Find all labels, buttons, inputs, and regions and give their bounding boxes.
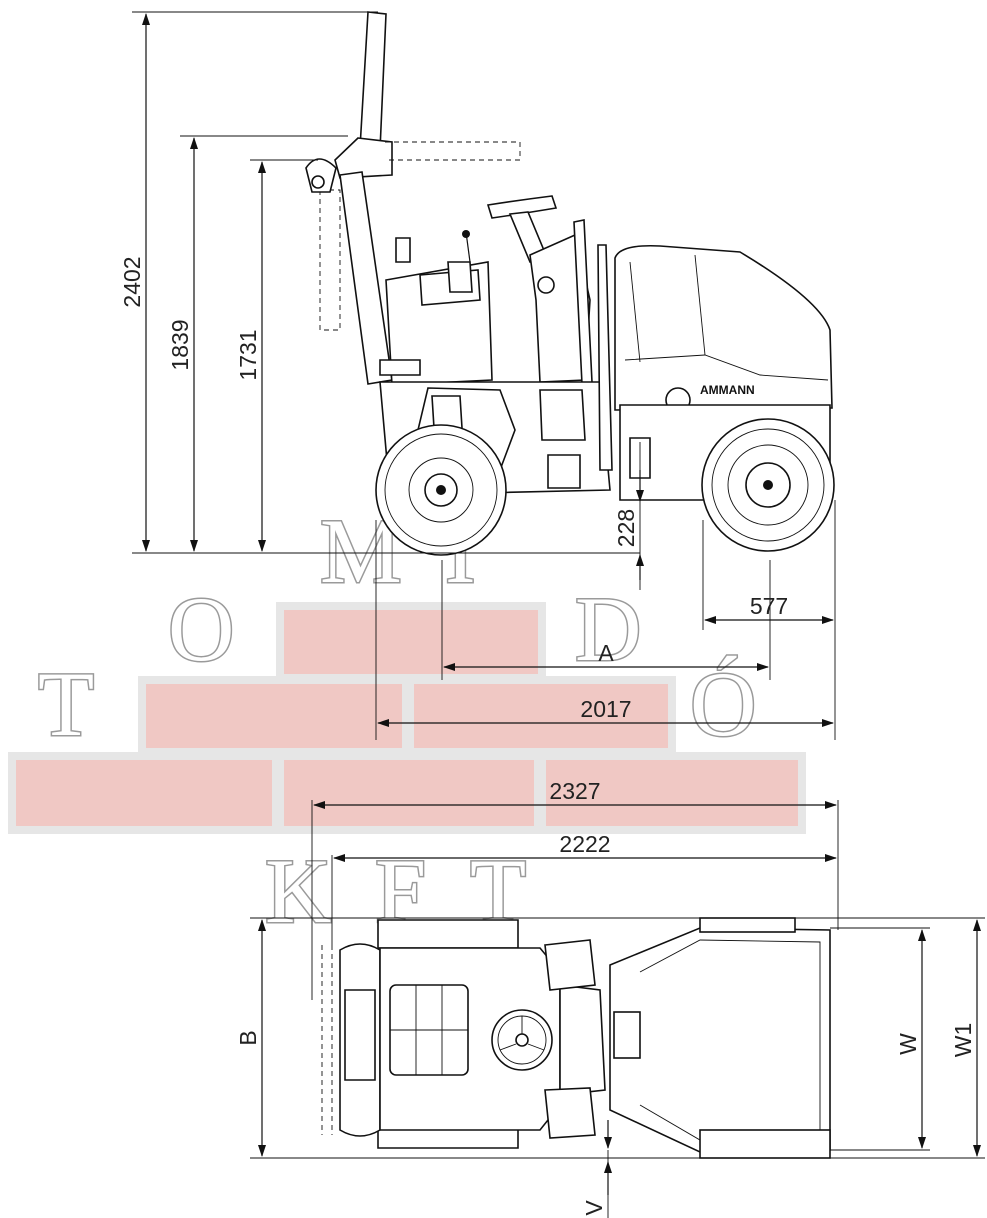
dim-label-a: A: [598, 640, 614, 666]
rear-wheel: [701, 418, 835, 552]
dim-label-b: B: [235, 1030, 261, 1045]
watermark-brick: [406, 676, 676, 756]
watermark-letter: T: [38, 653, 94, 755]
dim-label-w1: W1: [950, 1023, 976, 1058]
watermark-letter: K: [265, 840, 331, 942]
dim-label-2327: 2327: [549, 778, 600, 804]
watermark-brick: [138, 676, 410, 756]
side-dimensions: 2402 1839 1731 228 577 A 2017: [119, 11, 836, 740]
steering-wheel: [491, 1009, 553, 1071]
top-view-roller: [321, 917, 831, 1159]
dim-label-228: 228: [613, 509, 639, 547]
watermark: M I O D T Ó K F T: [8, 499, 806, 944]
dim-label-2017: 2017: [580, 696, 631, 722]
watermark-brick: [276, 752, 542, 834]
front-drum: [375, 424, 507, 556]
steering-column: [486, 195, 593, 385]
watermark-letter: Ó: [690, 653, 756, 755]
dim-label-2402: 2402: [119, 256, 145, 307]
dim-label-577: 577: [750, 593, 788, 619]
watermark-brick: [538, 752, 806, 834]
side-view-roller: AMMANN: [305, 11, 835, 556]
operator-console: [379, 230, 493, 386]
rops-frame: [305, 11, 521, 385]
dim-label-v: V: [581, 1200, 607, 1216]
brand-label: AMMANN: [700, 383, 755, 397]
watermark-brick: [8, 752, 280, 834]
dim-label-2222: 2222: [559, 831, 610, 857]
watermark-letter: O: [168, 578, 234, 680]
top-dimensions: 2327 2222 B W W1 V: [235, 778, 985, 1218]
dim-label-1839: 1839: [167, 319, 193, 370]
dim-label-1731: 1731: [235, 329, 261, 380]
dim-label-w: W: [895, 1033, 921, 1055]
